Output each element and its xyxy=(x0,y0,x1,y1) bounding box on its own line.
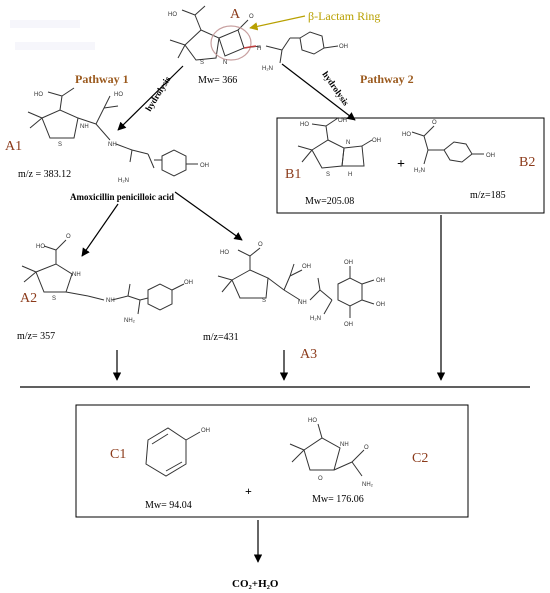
atom-label: NH xyxy=(80,124,89,130)
atom-label: HO xyxy=(308,418,317,424)
atom-label: O xyxy=(318,476,323,482)
atom-label: S xyxy=(326,172,330,178)
atom-label: OH xyxy=(339,44,348,50)
compound-a2-code: A2 xyxy=(20,291,37,306)
pathway-2-label: Pathway 2 xyxy=(360,72,414,86)
compound-a3-code: A3 xyxy=(300,347,317,362)
atom-label: OH xyxy=(376,278,385,284)
atom-label: S xyxy=(58,142,62,148)
compound-a3-mass: m/z=431 xyxy=(203,332,239,343)
compound-a1-code: A1 xyxy=(5,139,22,154)
atom-label: H xyxy=(348,172,352,178)
arrow-a1-to-a2 xyxy=(81,203,119,257)
atom-label: HO xyxy=(36,244,45,250)
compound-b1-code: B1 xyxy=(285,167,301,182)
atom-label: HO xyxy=(34,92,43,98)
final-intermediates-box xyxy=(75,404,469,518)
compound-a1-structure: HO HO NH S NH H₂N OH xyxy=(27,87,209,184)
atom-label: NH₂ xyxy=(362,482,374,488)
compound-c1-structure: OH xyxy=(145,427,210,477)
compound-a1-mass: m/z = 383.12 xyxy=(18,169,71,180)
compound-a1-name: Amoxicillin penicilloic acid xyxy=(70,192,174,202)
atom-label: H₂N xyxy=(118,178,129,184)
compound-a-structure: HO S N O H H₂N OH xyxy=(168,5,348,72)
atom-label: H₂N xyxy=(262,66,273,72)
atom-label: H₂N xyxy=(310,316,321,322)
compound-b1-mass: Mw=205.08 xyxy=(305,196,354,207)
pathway-1-label: Pathway 1 xyxy=(75,72,129,86)
atom-label: OH xyxy=(376,302,385,308)
compound-b2-code: B2 xyxy=(519,155,535,170)
atom-label: O xyxy=(364,445,369,451)
beta-lactam-highlight-circle xyxy=(210,25,252,61)
atom-label: O xyxy=(66,234,71,240)
compound-a-mass: Mw= 366 xyxy=(198,75,237,86)
atom-label: NH xyxy=(106,298,115,304)
compound-c2-mass: Mw= 176.06 xyxy=(312,494,364,505)
compound-b2-mass: m/z=185 xyxy=(470,190,506,201)
hydrolysis-label-2: hydrolysis xyxy=(320,69,351,107)
arrow-a1-to-a3 xyxy=(174,191,243,241)
compound-c2-code: C2 xyxy=(412,451,428,466)
atom-label: H₂N xyxy=(414,168,425,174)
atom-label: HO xyxy=(114,92,123,98)
hydrolysis-label-1: hydrolysis xyxy=(143,74,173,113)
compound-b1-structure: HO OH N S H OH xyxy=(297,117,381,178)
atom-label: NH xyxy=(298,300,307,306)
atom-label: HO xyxy=(168,12,177,18)
atom-label: HO xyxy=(300,122,309,128)
final-product-label: CO₂+H₂O xyxy=(232,578,279,590)
atom-label: NH xyxy=(72,272,81,278)
atom-label: HO xyxy=(402,132,411,138)
atom-label: H xyxy=(257,46,261,52)
compound-c1-mass: Mw= 94.04 xyxy=(145,500,192,511)
hydrolysis-arrow-1 xyxy=(117,65,184,131)
plus-sign-c: + xyxy=(245,484,252,498)
faded-background-artifact xyxy=(10,20,95,50)
atom-label: OH xyxy=(486,153,495,159)
pathway-2-products-box xyxy=(276,117,545,214)
atom-label: OH xyxy=(344,322,353,328)
plus-sign-b: + xyxy=(397,157,405,172)
atom-label: OH xyxy=(200,163,209,169)
compound-b2-structure: HO O H₂N OH xyxy=(402,120,495,174)
atom-label: NH xyxy=(108,142,117,148)
compound-a2-structure: HO O NH S NH NH₂ OH xyxy=(21,234,193,324)
beta-lactam-callout-arrow xyxy=(249,15,306,31)
atom-label: OH xyxy=(201,428,210,434)
atom-label: N xyxy=(346,140,350,146)
atom-label: NH₂ xyxy=(124,318,136,324)
atom-label: OH xyxy=(372,138,381,144)
hydrolysis-arrow-2 xyxy=(281,63,356,121)
atom-label: OH xyxy=(338,118,347,124)
atom-label: HO xyxy=(220,250,229,256)
atom-label: NH xyxy=(340,442,349,448)
atom-label: O xyxy=(432,120,437,126)
atom-label: N xyxy=(223,60,227,66)
beta-lactam-ring-label: β-Lactam Ring xyxy=(308,9,380,23)
atom-label: O xyxy=(249,14,254,20)
compound-c1-code: C1 xyxy=(110,447,126,462)
atom-label: OH xyxy=(344,260,353,266)
atom-label: S xyxy=(200,60,204,66)
atom-label: OH xyxy=(302,264,311,270)
compound-c2-structure: HO NH O O NH₂ xyxy=(289,418,374,488)
atom-label: S xyxy=(262,298,266,304)
atom-label: OH xyxy=(184,280,193,286)
atom-label: S xyxy=(52,296,56,302)
compound-a2-mass: m/z= 357 xyxy=(17,331,55,342)
compound-a3-structure: HO O OH S NH H₂N OH OH OH OH xyxy=(217,242,385,328)
compound-a-code: A xyxy=(230,7,241,22)
atom-label: O xyxy=(258,242,263,248)
